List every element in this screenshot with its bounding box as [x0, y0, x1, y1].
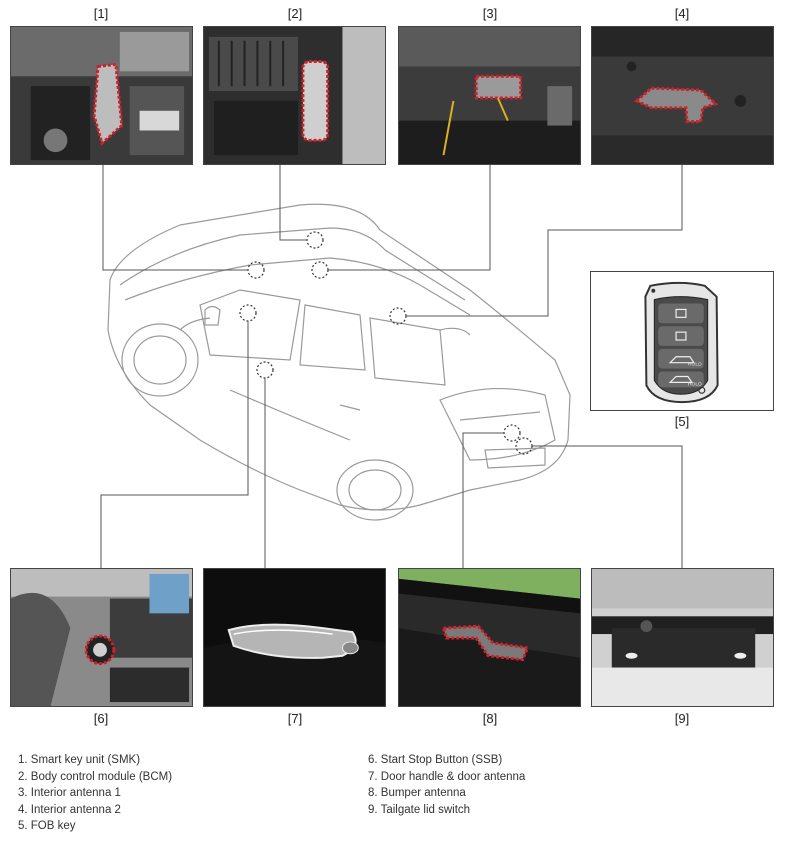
leader-1	[102, 165, 248, 271]
legend-item-1: 1. Smart key unit (SMK)	[18, 754, 141, 766]
panel-label-5: [5]	[674, 414, 690, 429]
legend-item-3: 3. Interior antenna 1	[18, 787, 121, 800]
marker-door-handle	[256, 361, 274, 379]
leader-8	[462, 432, 504, 568]
photo-body-control-module	[203, 26, 386, 165]
leader-9	[532, 445, 683, 568]
panel-label-1: [1]	[93, 6, 109, 21]
legend-left: 1. Smart key unit (SMK) 2. Body control …	[18, 752, 172, 835]
legend-item-2: 2. Body control module (BCM)	[18, 770, 173, 783]
marker-ssb	[239, 304, 257, 322]
leader-6	[100, 321, 249, 568]
photo-start-stop-button	[10, 568, 193, 707]
marker-bumper-antenna	[503, 424, 521, 442]
panel-label-4: [4]	[674, 6, 690, 21]
marker-smk	[247, 261, 265, 279]
legend-item-9: 9. Tailgate lid switch	[368, 803, 471, 816]
legend-item-5: 5. FOB key	[18, 820, 76, 833]
legend-item-7: 7. Door handle & door antenna	[368, 770, 526, 783]
marker-antenna-2	[389, 307, 407, 325]
fob-hold-label-2: HOLD	[688, 381, 702, 387]
marker-bcm	[306, 231, 324, 249]
photo-fob-key: HOLD HOLD	[590, 271, 774, 411]
photo-interior-antenna-1	[398, 26, 581, 165]
photo-door-handle	[203, 568, 386, 707]
legend-right: 6. Start Stop Button (SSB) 7. Door handl…	[368, 752, 525, 818]
panel-label-3: [3]	[482, 6, 498, 21]
photo-tailgate-switch	[591, 568, 774, 707]
legend-item-6: 6. Start Stop Button (SSB)	[368, 754, 503, 766]
panel-label-6: [6]	[93, 711, 109, 726]
legend-item-4: 4. Interior antenna 2	[18, 803, 121, 816]
panel-label-9: [9]	[674, 711, 690, 726]
fob-hold-label-1: HOLD	[688, 362, 702, 368]
photo-smart-key-unit	[10, 26, 193, 165]
location-markers	[239, 231, 533, 455]
leader-2	[279, 165, 307, 241]
leader-3	[328, 165, 491, 271]
marker-tailgate	[515, 437, 533, 455]
photo-interior-antenna-2	[591, 26, 774, 165]
panel-label-2: [2]	[287, 6, 303, 21]
panel-label-8: [8]	[482, 711, 498, 726]
legend-item-8: 8. Bumper antenna	[368, 787, 466, 800]
marker-antenna-1	[311, 261, 329, 279]
photo-bumper-antenna	[398, 568, 581, 707]
panel-label-7: [7]	[287, 711, 303, 726]
car-outline	[107, 203, 571, 521]
